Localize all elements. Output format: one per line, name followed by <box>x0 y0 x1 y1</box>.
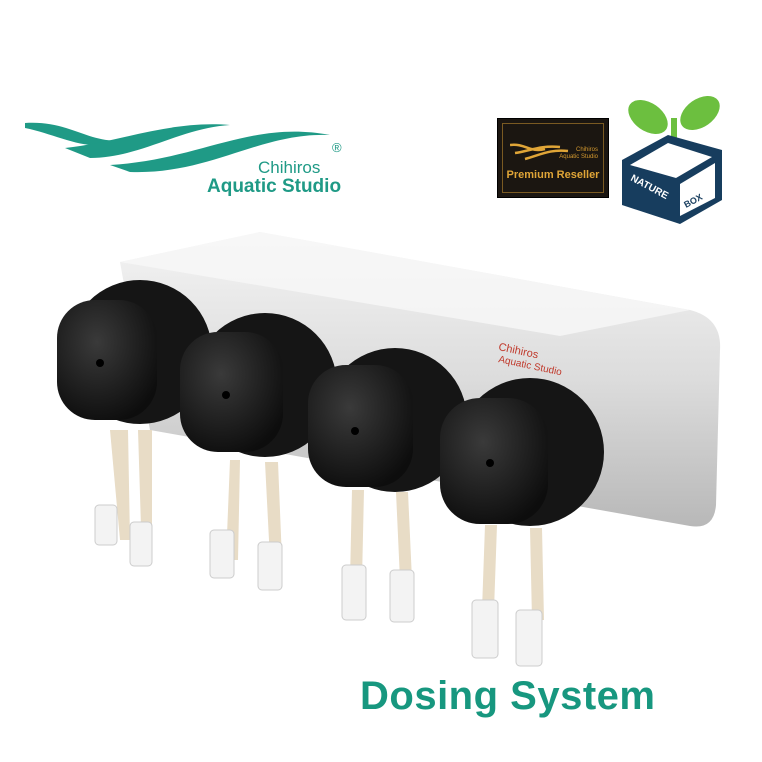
badge-brand-sub: Aquatic Studio <box>559 154 598 160</box>
brand-subtitle: Aquatic Studio <box>207 176 342 197</box>
badge-label: Premium Reseller <box>506 169 600 181</box>
badge-wave-icon <box>510 143 569 161</box>
pump-head-2 <box>180 313 337 591</box>
chihiros-wave-logo <box>25 122 330 173</box>
naturebox-logo: NATURE BOX <box>622 95 722 224</box>
pump-head-1 <box>57 280 212 567</box>
pump-head-3 <box>308 348 467 623</box>
pump-head-4 <box>440 378 604 667</box>
product-title: Dosing System <box>360 674 656 718</box>
brand-name: Chihiros <box>258 158 321 177</box>
registered-mark: ® <box>332 140 342 155</box>
badge-brand: Chihiros <box>575 147 598 153</box>
dosing-pump-device: Chihiros Aquatic Studio <box>57 232 721 667</box>
